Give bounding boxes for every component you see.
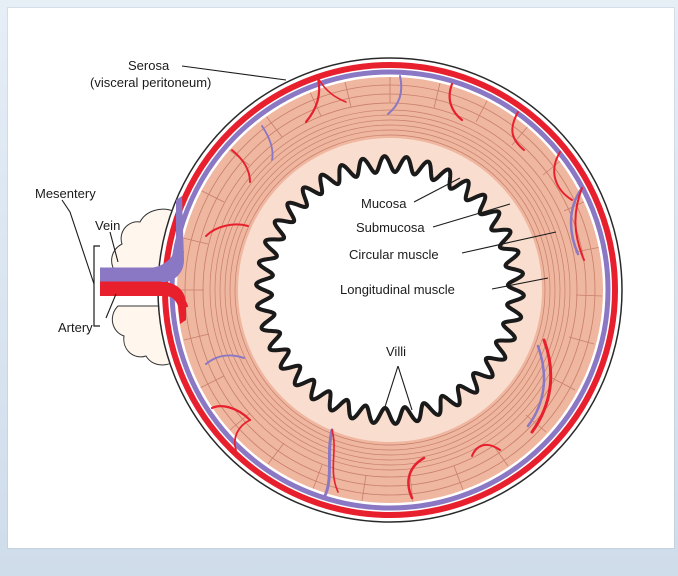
- serosa-label: Serosa: [128, 58, 170, 73]
- artery-label: Artery: [58, 320, 93, 335]
- circular-muscle-label: Circular muscle: [349, 247, 439, 262]
- mucosa-label: Mucosa: [361, 196, 407, 211]
- longitudinal-muscle-label: Longitudinal muscle: [340, 282, 455, 297]
- mesentery-bracket: [94, 246, 100, 326]
- mesentery-label: Mesentery: [35, 186, 96, 201]
- serosa-sub-label: (visceral peritoneum): [90, 75, 211, 90]
- villi-label: Villi: [386, 344, 406, 359]
- submucosa-label: Submucosa: [356, 220, 425, 235]
- vein-label: Vein: [95, 218, 120, 233]
